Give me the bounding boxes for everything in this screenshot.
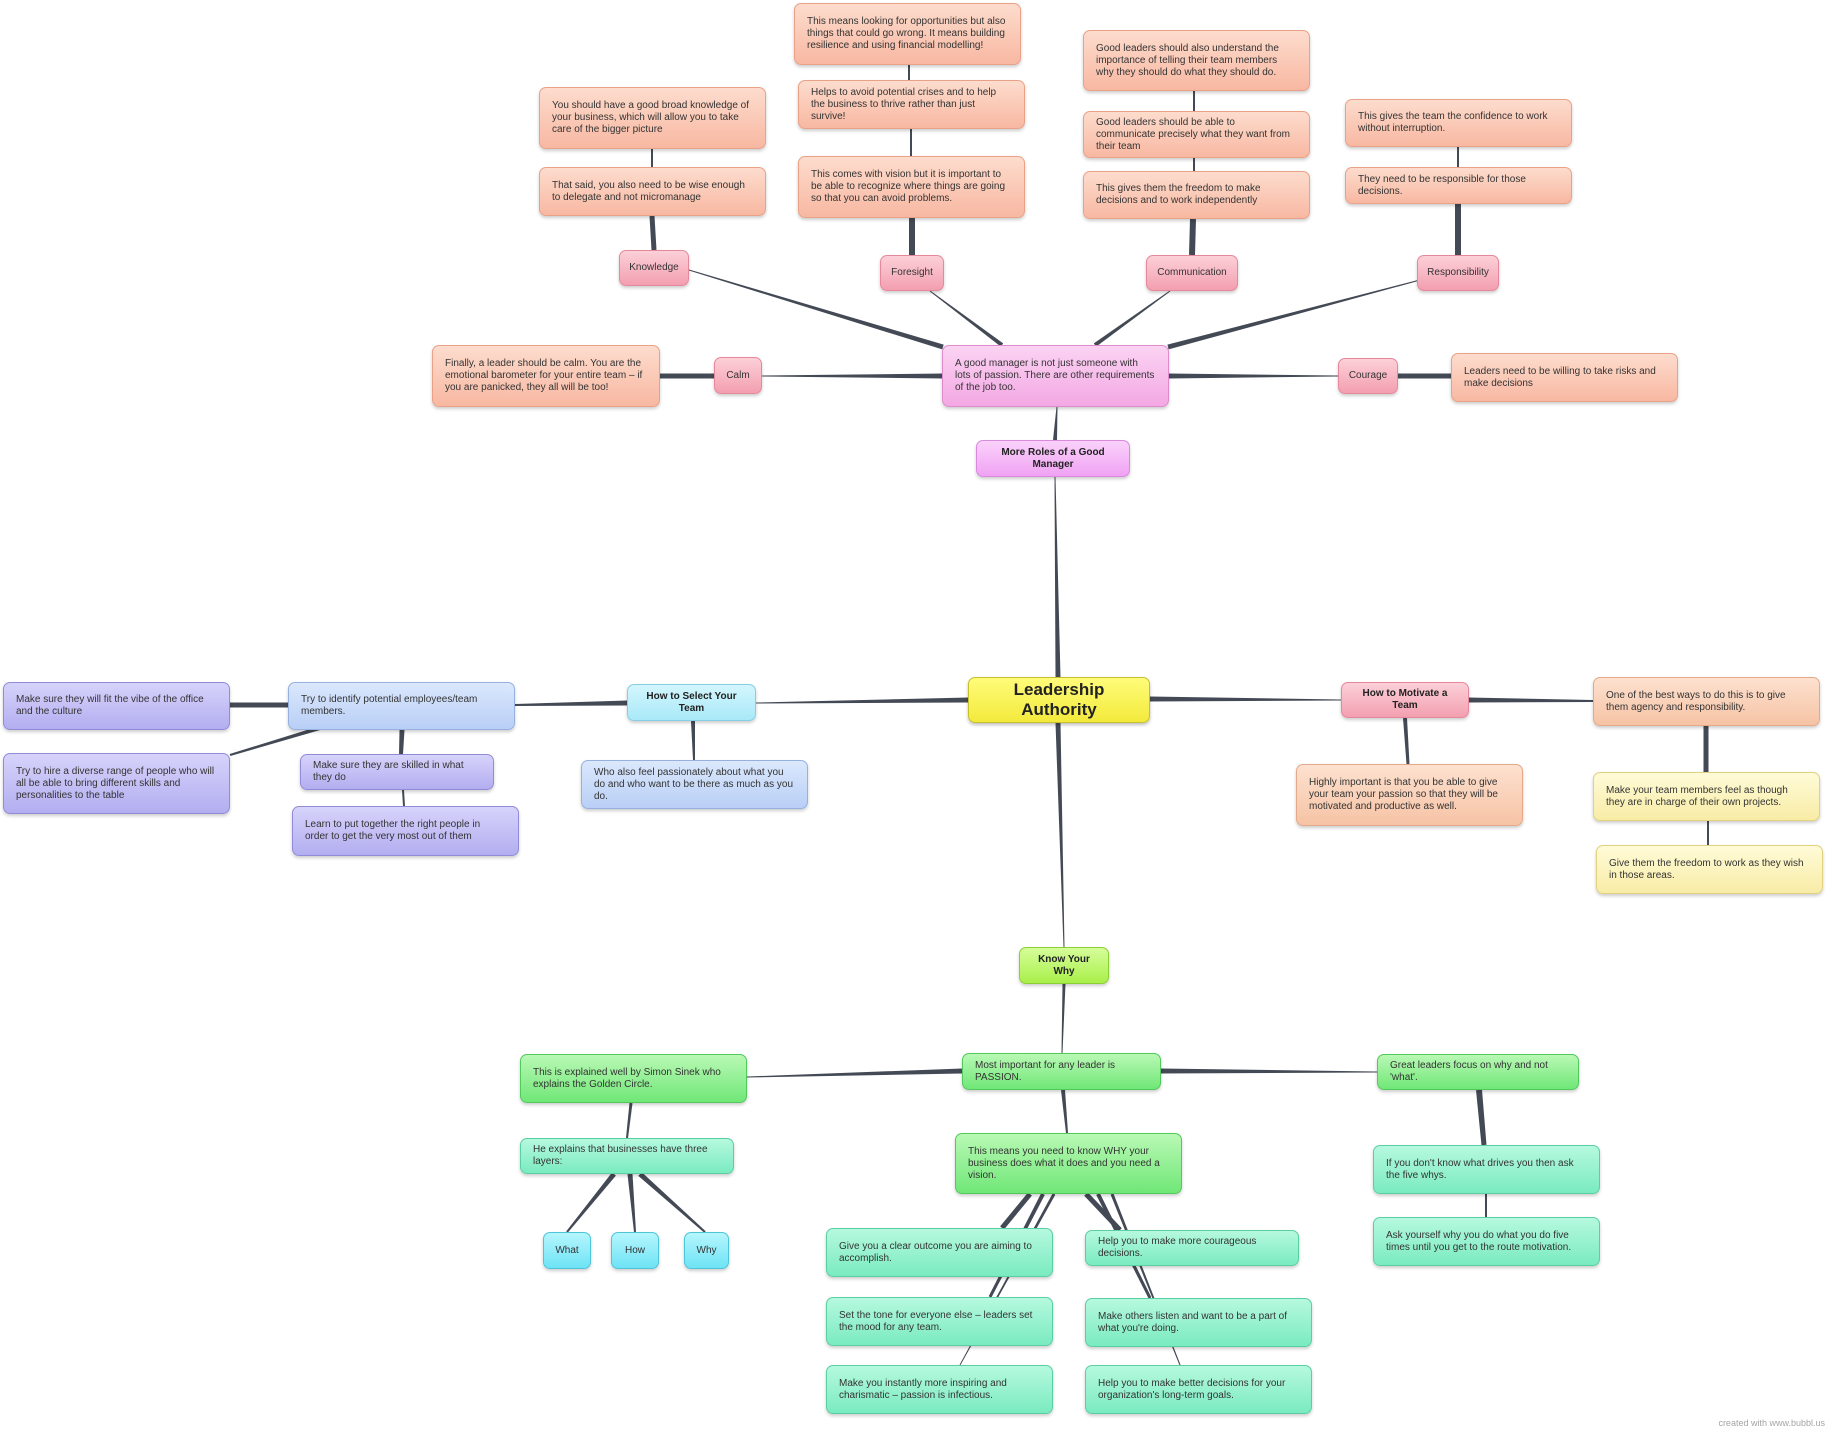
- edge-f3-to-f2: [910, 129, 912, 156]
- edge-vision-to-courageous: [1084, 1192, 1122, 1232]
- edge-sinek-to-three-layers: [626, 1102, 633, 1139]
- edge-courage-to-courage-1: [1398, 373, 1451, 379]
- node-others-listen[interactable]: Make others listen and want to be a part…: [1085, 1298, 1312, 1347]
- edge-calm-to-calm-1: [660, 373, 714, 379]
- edge-root-to-more-roles: [1054, 477, 1061, 677]
- edge-vision-to-clear-outcome: [1000, 1192, 1032, 1230]
- edge-great-leaders-to-five-whys: [1476, 1089, 1487, 1146]
- edge-good-manager-to-communication: [1093, 290, 1171, 347]
- edge-passion-to-vision: [1061, 1089, 1068, 1134]
- node-calm-1[interactable]: Finally, a leader should be calm. You ar…: [432, 345, 660, 407]
- node-knowledge-1[interactable]: You should have a good broad knowledge o…: [539, 87, 766, 149]
- node-calm[interactable]: Calm: [714, 357, 762, 394]
- edge-responsibility-to-r2: [1455, 204, 1461, 255]
- node-why[interactable]: Why: [684, 1232, 729, 1269]
- edge-passion-to-great-leaders: [1161, 1068, 1377, 1074]
- node-foresight-2[interactable]: Helps to avoid potential crises and to h…: [798, 80, 1025, 129]
- edge-three-layers-to-how: [627, 1173, 636, 1233]
- node-courage-1[interactable]: Leaders need to be willing to take risks…: [1451, 353, 1678, 402]
- edge-good-manager-to-courage: [1169, 373, 1338, 379]
- edge-foresight-to-f3: [909, 218, 915, 255]
- edge-r2-to-r1: [1457, 147, 1459, 167]
- edge-communication-to-c3: [1189, 218, 1196, 256]
- edge-good-manager-to-calm: [762, 373, 943, 379]
- node-responsibility-2[interactable]: They need to be responsible for those de…: [1345, 167, 1572, 204]
- edge-select-team-to-select-2: [691, 720, 695, 760]
- node-sinek[interactable]: This is explained well by Simon Sinek wh…: [520, 1054, 747, 1103]
- edge-knowledge-to-k2: [649, 215, 657, 251]
- edge-good-manager-to-knowledge: [688, 269, 944, 350]
- node-select-1[interactable]: Try to identify potential employees/team…: [288, 682, 515, 730]
- node-select-skilled[interactable]: Make sure they are skilled in what they …: [300, 754, 494, 790]
- node-inspiring[interactable]: Make you instantly more inspiring and ch…: [826, 1365, 1053, 1414]
- node-better-decisions[interactable]: Help you to make better decisions for yo…: [1085, 1365, 1312, 1414]
- node-set-tone[interactable]: Set the tone for everyone else – leaders…: [826, 1297, 1053, 1346]
- node-more-roles[interactable]: More Roles of a Good Manager: [976, 440, 1130, 477]
- node-communication[interactable]: Communication: [1146, 255, 1238, 291]
- node-communication-1[interactable]: Good leaders should also understand the …: [1083, 30, 1310, 91]
- node-courageous[interactable]: Help you to make more courageous decisio…: [1085, 1230, 1299, 1266]
- edge-select-1-to-diverse: [229, 726, 321, 756]
- edge-f2-to-f1: [908, 65, 910, 80]
- node-responsibility-1[interactable]: This gives the team the confidence to wo…: [1345, 99, 1572, 147]
- edge-c3-to-c2: [1193, 158, 1195, 171]
- node-knowledge-2[interactable]: That said, you also need to be wise enou…: [539, 167, 766, 216]
- edge-good-manager-to-foresight: [929, 290, 1004, 347]
- node-vision[interactable]: This means you need to know WHY your bus…: [955, 1133, 1182, 1194]
- node-knowledge[interactable]: Knowledge: [619, 250, 689, 286]
- node-motivate-4[interactable]: Give them the freedom to work as they wi…: [1596, 845, 1823, 894]
- edge-know-why-to-passion: [1061, 984, 1066, 1053]
- node-motivate[interactable]: How to Motivate a Team: [1341, 682, 1469, 718]
- edge-good-manager-to-responsibility: [1167, 279, 1421, 350]
- node-clear-outcome[interactable]: Give you a clear outcome you are aiming …: [826, 1228, 1053, 1277]
- node-three-layers[interactable]: He explains that businesses have three l…: [520, 1138, 734, 1174]
- edge-select-team-to-select-1: [515, 700, 627, 706]
- edge-k2-to-k1: [651, 149, 653, 167]
- node-know-why[interactable]: Know Your Why: [1019, 947, 1109, 984]
- node-motivate-2[interactable]: One of the best ways to do this is to gi…: [1593, 677, 1820, 726]
- edge-five-whys-to-ask-yourself: [1485, 1194, 1487, 1217]
- node-select-diverse[interactable]: Try to hire a diverse range of people wh…: [3, 753, 230, 814]
- edge-three-layers-to-what: [566, 1172, 616, 1233]
- edge-root-to-select-team: [756, 697, 968, 704]
- node-five-whys[interactable]: If you don't know what drives you then a…: [1373, 1145, 1600, 1194]
- edge-root-to-motivate: [1150, 696, 1341, 702]
- edge-motivate-to-motivate-2: [1469, 697, 1593, 703]
- edge-motivate-to-motivate-1: [1403, 717, 1410, 765]
- edge-select-1-to-vibe: [230, 702, 288, 708]
- credit-text: created with www.bubbl.us: [1718, 1418, 1825, 1428]
- node-motivate-1[interactable]: Highly important is that you be able to …: [1296, 764, 1523, 826]
- edge-more-roles-to-good-manager: [1053, 407, 1058, 441]
- node-responsibility[interactable]: Responsibility: [1417, 255, 1499, 291]
- node-ask-yourself[interactable]: Ask yourself why you do what you do five…: [1373, 1217, 1600, 1266]
- node-good-manager[interactable]: A good manager is not just someone with …: [942, 345, 1169, 407]
- node-foresight-3[interactable]: This comes with vision but it is importa…: [798, 156, 1025, 218]
- node-great-leaders[interactable]: Great leaders focus on why and not 'what…: [1377, 1054, 1579, 1090]
- node-courage[interactable]: Courage: [1338, 358, 1398, 394]
- node-select-team[interactable]: How to Select Your Team: [627, 684, 756, 721]
- node-passion[interactable]: Most important for any leader is PASSION…: [962, 1053, 1161, 1090]
- node-how[interactable]: How: [611, 1232, 659, 1269]
- node-root[interactable]: Leadership Authority: [968, 677, 1150, 723]
- node-select-vibe[interactable]: Make sure they will fit the vibe of the …: [3, 682, 230, 730]
- node-select-together[interactable]: Learn to put together the right people i…: [292, 806, 519, 856]
- edge-skilled-to-together: [402, 789, 405, 807]
- node-foresight[interactable]: Foresight: [880, 255, 944, 291]
- node-communication-3[interactable]: This gives them the freedom to make deci…: [1083, 171, 1310, 219]
- node-foresight-1[interactable]: This means looking for opportunities but…: [794, 3, 1021, 65]
- edge-motivate-2-to-motivate-3: [1703, 726, 1709, 772]
- edge-passion-to-sinek: [747, 1068, 963, 1078]
- node-motivate-3[interactable]: Make your team members feel as though th…: [1593, 772, 1820, 821]
- edge-motivate-3-to-motivate-4: [1707, 821, 1709, 845]
- node-select-2[interactable]: Who also feel passionately about what yo…: [581, 760, 808, 809]
- edge-root-to-know-why: [1055, 722, 1065, 947]
- edge-c2-to-c1: [1193, 91, 1195, 111]
- node-what[interactable]: What: [543, 1232, 591, 1269]
- edge-select-1-to-skilled: [399, 729, 405, 755]
- edge-three-layers-to-why: [638, 1172, 706, 1233]
- node-communication-2[interactable]: Good leaders should be able to communica…: [1083, 111, 1310, 158]
